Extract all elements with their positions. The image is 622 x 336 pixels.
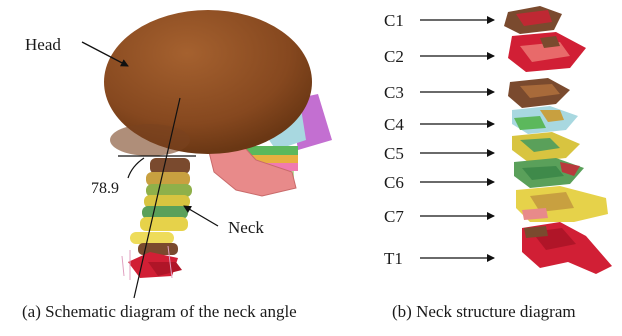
label-c7: C7: [384, 207, 404, 226]
caption-panel-a: (a) Schematic diagram of the neck angle: [22, 302, 297, 322]
label-c5: C5: [384, 144, 404, 163]
label-t1: T1: [384, 249, 403, 268]
label-c2: C2: [384, 47, 404, 66]
panel-a-illustration: Head Neck 78.9: [25, 10, 332, 298]
cervical-spine-a: [122, 158, 192, 280]
head-label: Head: [25, 35, 61, 54]
panel-b-illustration: C1 C2 C3 C4 C5 C6 C7 T1: [384, 6, 612, 274]
angle-arc: [128, 158, 144, 178]
label-c3: C3: [384, 83, 404, 102]
label-c6: C6: [384, 173, 404, 192]
angle-value-label: 78.9: [91, 180, 119, 197]
neck-label: Neck: [228, 218, 264, 237]
label-c4: C4: [384, 115, 404, 134]
label-c1: C1: [384, 11, 404, 30]
caption-panel-b: (b) Neck structure diagram: [392, 302, 576, 322]
neck-arrow: [184, 206, 218, 226]
